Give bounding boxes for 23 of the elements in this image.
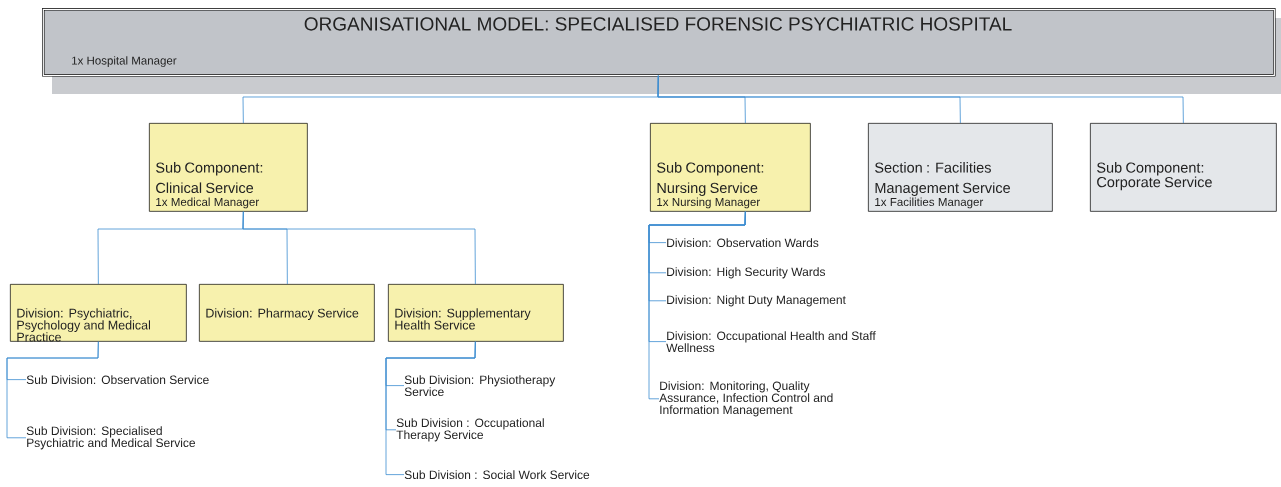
unit-label: Sub Division : Occupational Therapy Service bbox=[396, 418, 544, 442]
unit-label: Division: Observation Wards bbox=[667, 238, 819, 247]
connector-line bbox=[385, 341, 476, 475]
division-box: Division: Supplementary Health Service bbox=[388, 284, 564, 342]
connector-line bbox=[6, 341, 99, 439]
connector-line bbox=[242, 211, 476, 285]
service-box: Sub Component: Clinical Service 1x Medical Manager bbox=[149, 123, 308, 212]
unit-label: Division: Occupational Health and Staff Wellness bbox=[666, 331, 876, 352]
service-box: Section : Facilities Management Service 1x Facilities Manager bbox=[868, 123, 1053, 212]
service-box: Sub Component: Nursing Service 1x Nursing Manager bbox=[650, 123, 811, 212]
unit-label: Division: Night Duty Management bbox=[667, 295, 846, 307]
connector-line bbox=[648, 211, 746, 400]
service-box: Sub Component: Corporate Service bbox=[1090, 123, 1277, 212]
unit-label: Division: Monitoring, Quality Assurance, Infection Control and Information Management bbox=[659, 381, 833, 417]
header-box: ORGANISATIONAL MODEL: SPECIALISED FORENSIC PSYCHIATRIC HOSPITAL 1x Hospital Manager bbox=[42, 8, 1281, 94]
unit-label: Division: High Security Wards bbox=[667, 267, 826, 279]
unit-label: Sub Division: Physiotherapy Service bbox=[404, 375, 556, 396]
unit-label: Sub Division : Social Work Service bbox=[404, 470, 590, 479]
division-box: Division: Psychiatric, Psychology and Medical Practice bbox=[10, 284, 187, 342]
unit-label: Sub Division: Specialised Psychiatric and Medical Service bbox=[26, 426, 196, 450]
division-box: Division: Pharmacy Service bbox=[199, 284, 375, 342]
unit-label: Sub Division: Observation Service bbox=[26, 375, 209, 384]
connector-line bbox=[657, 75, 1184, 124]
